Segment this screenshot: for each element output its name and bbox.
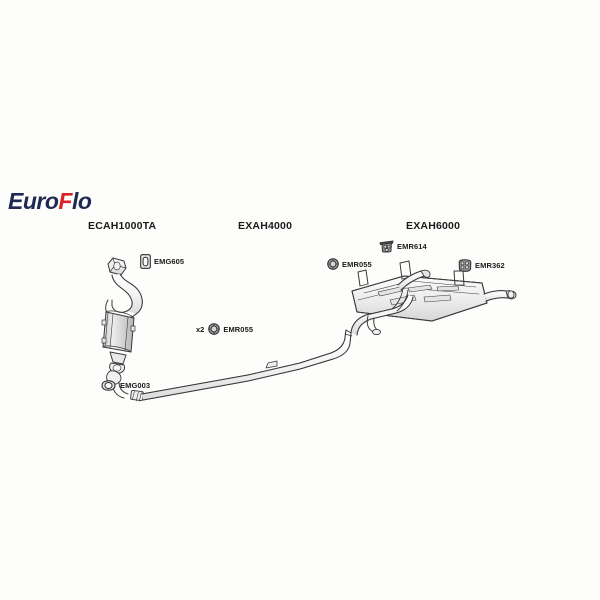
callout-code-emr614: EMR614 (397, 242, 427, 251)
euroflo-logo: EuroFlo (8, 188, 92, 214)
callout-code-emr362: EMR362 (475, 261, 505, 270)
logo-text-lo: lo (71, 188, 92, 214)
section-header-exah4000: EXAH4000 (238, 220, 293, 232)
rectangular-gasket-icon (140, 254, 151, 269)
logo-text-f: F (58, 188, 72, 214)
callout-emr362: EMR362 (458, 259, 505, 272)
callout-code-emr055-a: EMR055 (223, 324, 254, 334)
callout-emg605: EMG605 (140, 254, 184, 269)
bracket-mount-icon (379, 240, 394, 253)
callout-quantity-emr055: x2 (196, 324, 205, 334)
callout-emr614: EMR614 (379, 240, 427, 253)
section-header-ecah1000ta: ECAH1000TA (88, 220, 157, 232)
oval-gasket-icon (100, 380, 117, 391)
catalytic-converter-assembly (101, 257, 143, 374)
rear-silencer-assembly (350, 260, 517, 336)
rubber-mount-icon (327, 258, 339, 270)
callout-code-emg003: EMG003 (120, 381, 151, 390)
callout-emr055-qty2: x2 EMR055 (196, 323, 253, 335)
rubber-mount-icon (458, 259, 472, 272)
rubber-mount-icon (208, 323, 221, 335)
callout-code-emr055-b: EMR055 (342, 259, 372, 269)
logo-text-euro: Euro (8, 188, 59, 214)
callout-emr055-rear: EMR055 (327, 258, 372, 270)
section-header-exah6000: EXAH6000 (406, 220, 461, 232)
callout-code-emg605: EMG605 (154, 257, 185, 266)
callout-emg003: EMG003 (100, 380, 150, 391)
